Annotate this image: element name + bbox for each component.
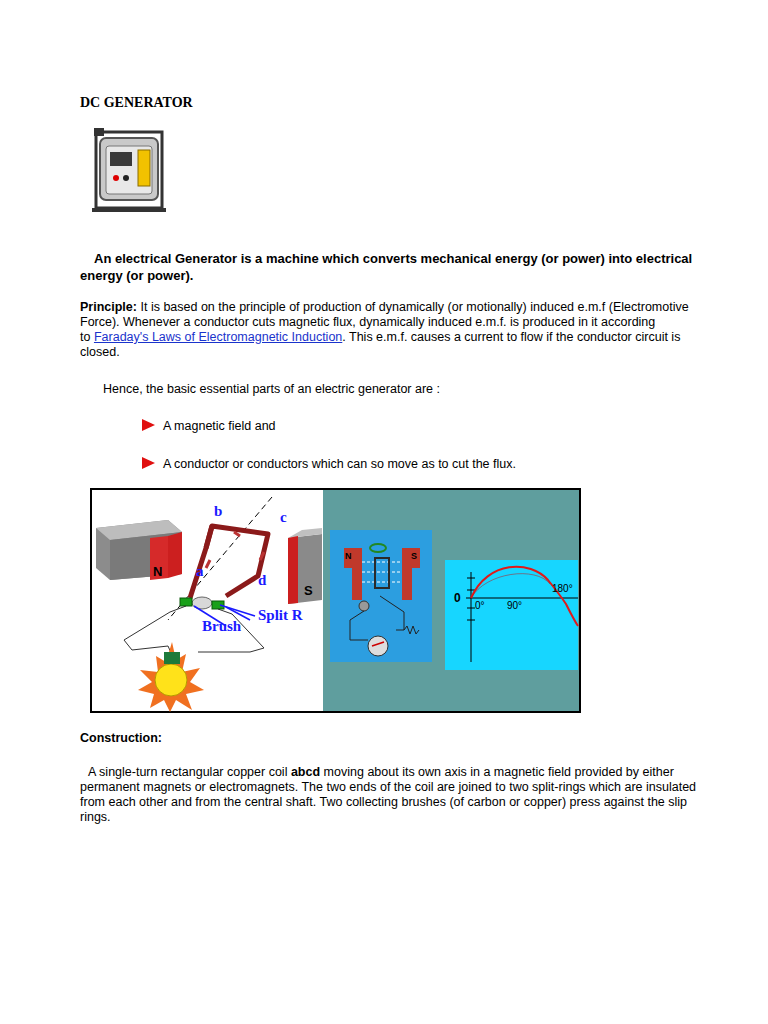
axis-label: 0	[454, 591, 461, 605]
coil-side-label: a	[196, 563, 204, 580]
generator-photo	[92, 128, 166, 210]
construction-heading: Construction:	[80, 731, 162, 746]
construction-text: A single-turn rectangular copper coil	[88, 765, 287, 779]
principle-heading: Principle:	[80, 300, 137, 314]
angle-label: 90°	[507, 600, 522, 611]
bullet-arrow	[142, 457, 155, 469]
construction-paragraph: A single-turn rectangular copper coil abc…	[80, 765, 720, 825]
teal-panel	[323, 490, 579, 711]
emf-graph	[445, 560, 578, 670]
south-pole-label: S	[411, 551, 417, 561]
bullet-item: A magnetic field and	[163, 419, 563, 434]
angle-label: 0°	[475, 600, 485, 611]
intro-paragraph: An electrical Generator is a machine whi…	[80, 250, 720, 284]
bullet-arrow	[142, 419, 155, 431]
generator-schematic	[96, 497, 322, 712]
faraday-link: Faraday's Laws of Electromagnetic Induct…	[94, 330, 342, 344]
page-title: DC GENERATOR	[80, 95, 193, 111]
coil-side-label: b	[214, 503, 222, 520]
angle-label: 180°	[552, 583, 573, 594]
bullet-item: A conductor or conductors which can so m…	[163, 457, 663, 472]
coil-name: abcd	[291, 765, 320, 779]
coil-side-label: c	[280, 509, 287, 526]
figure-frame	[91, 489, 580, 712]
principle-paragraph: Principle:It is based on the principle o…	[80, 300, 720, 360]
coil-side-label: d	[258, 572, 266, 589]
hence-sentence: Hence, the basic essential parts of an e…	[103, 382, 663, 397]
south-pole-label: S	[304, 583, 313, 598]
brush-label: Brush	[202, 618, 241, 635]
split-ring-label: Split R	[258, 607, 303, 624]
north-pole-label: N	[345, 551, 352, 561]
north-pole-label: N	[153, 564, 162, 579]
rotating-coil-picture	[330, 530, 432, 662]
